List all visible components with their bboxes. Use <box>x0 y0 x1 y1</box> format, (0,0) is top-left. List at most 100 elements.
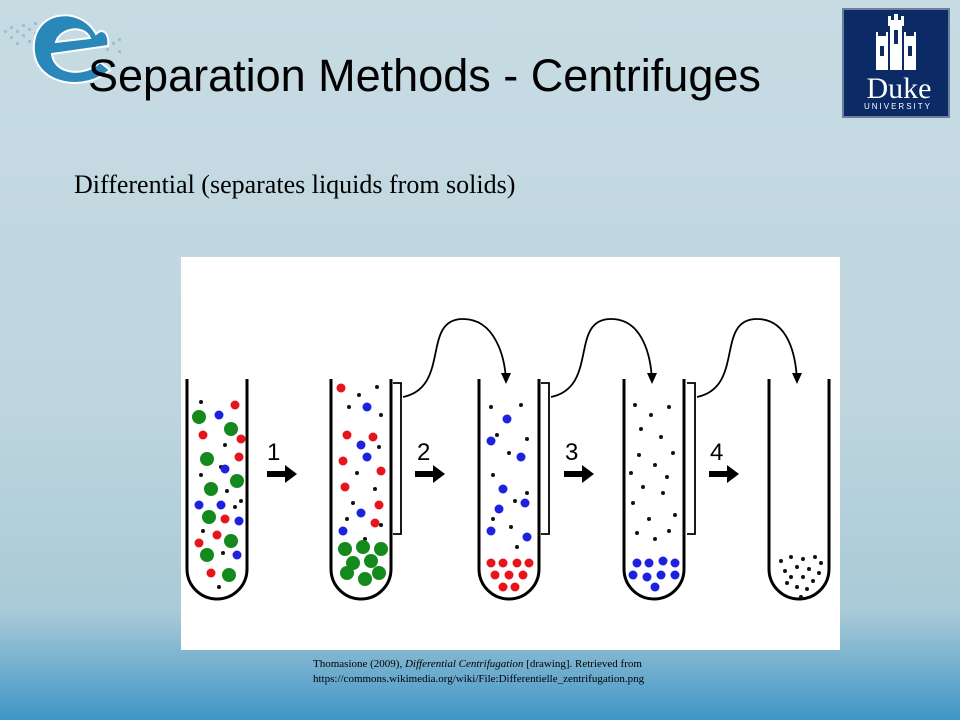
small-particle <box>513 499 517 503</box>
blue-particle <box>516 452 526 462</box>
small-particle <box>629 471 633 475</box>
red-particle <box>342 430 352 440</box>
small-particle <box>641 485 645 489</box>
small-particle <box>379 523 383 527</box>
small-particle <box>377 445 381 449</box>
small-particle <box>801 557 805 561</box>
small-particle <box>813 555 817 559</box>
step-arrow-4 <box>709 465 739 483</box>
green-particle <box>374 542 388 556</box>
small-particle <box>647 517 651 521</box>
red-particle <box>374 500 384 510</box>
blue-particle <box>632 558 642 568</box>
transfer-arrow-3 <box>696 318 798 398</box>
red-particle <box>206 568 216 578</box>
small-particle <box>489 405 493 409</box>
small-particle <box>631 501 635 505</box>
blue-particle <box>356 440 366 450</box>
small-particle <box>233 505 237 509</box>
red-particle <box>368 432 378 442</box>
green-particle <box>200 548 214 562</box>
small-particle <box>639 427 643 431</box>
duke-wordmark: Duke <box>866 72 932 105</box>
red-particle <box>338 456 348 466</box>
small-particle <box>817 571 821 575</box>
blue-particle <box>362 402 372 412</box>
small-particle <box>221 551 225 555</box>
small-particle <box>525 437 529 441</box>
green-particle <box>338 542 352 556</box>
small-particle <box>519 403 523 407</box>
red-particle <box>490 570 500 580</box>
small-particle <box>783 569 787 573</box>
red-particle <box>236 434 246 444</box>
blue-particle <box>214 410 224 420</box>
small-particle <box>665 475 669 479</box>
red-particle <box>376 466 386 476</box>
citation-medium-retrieved: [drawing]. Retrieved from <box>523 658 642 670</box>
blue-particle <box>494 504 504 514</box>
red-particle <box>234 452 244 462</box>
small-particle <box>819 561 823 565</box>
blue-particle <box>486 436 496 446</box>
blue-particle <box>234 516 244 526</box>
slide-title: Separation Methods - Centrifuges <box>88 50 761 101</box>
small-particle <box>671 451 675 455</box>
green-particle <box>356 540 370 554</box>
red-particle <box>212 530 222 540</box>
small-particle <box>789 575 793 579</box>
supernatant-bracket-1 <box>393 382 402 535</box>
blue-particle <box>498 484 508 494</box>
small-particle <box>805 587 809 591</box>
blue-particle <box>650 582 660 592</box>
blue-particle <box>628 570 638 580</box>
small-particle <box>491 517 495 521</box>
blue-particle <box>656 570 666 580</box>
blue-particle <box>642 572 652 582</box>
blue-particle <box>486 526 496 536</box>
small-particle <box>225 489 229 493</box>
small-particle <box>795 585 799 589</box>
green-particle <box>222 568 236 582</box>
small-particle <box>199 400 203 404</box>
small-particle <box>807 567 811 571</box>
e-logo <box>4 14 121 84</box>
tube-1 <box>185 379 249 601</box>
blue-particle <box>522 532 532 542</box>
small-particle <box>525 491 529 495</box>
small-particle <box>667 405 671 409</box>
step-label-4: 4 <box>710 439 723 466</box>
small-particle <box>635 531 639 535</box>
blue-particle <box>194 500 204 510</box>
small-particle <box>673 513 677 517</box>
step-arrow-2 <box>415 465 445 483</box>
small-particle <box>239 499 243 503</box>
green-particle <box>224 534 238 548</box>
green-particle <box>230 474 244 488</box>
green-particle <box>202 510 216 524</box>
supernatant-bracket-2 <box>541 382 550 535</box>
small-particle <box>633 403 637 407</box>
slide-subtitle: Differential (separates liquids from sol… <box>74 170 516 199</box>
small-particle <box>789 555 793 559</box>
chapel-icon <box>876 14 916 70</box>
small-particle <box>785 581 789 585</box>
image-citation: Thomasione (2009), Differential Centrifu… <box>313 657 743 687</box>
blue-particle <box>520 498 530 508</box>
red-particle <box>198 430 208 440</box>
green-particle <box>224 422 238 436</box>
small-particle <box>795 565 799 569</box>
blue-particle <box>502 414 512 424</box>
step-label-3: 3 <box>565 439 578 466</box>
red-particle <box>336 383 346 393</box>
small-particle <box>373 487 377 491</box>
red-particle <box>230 400 240 410</box>
green-particle <box>358 572 372 586</box>
green-particle <box>372 566 386 580</box>
small-particle <box>637 453 641 457</box>
blue-particle <box>216 500 226 510</box>
red-particle <box>486 558 496 568</box>
small-particle <box>223 443 227 447</box>
small-particle <box>201 529 205 533</box>
small-particle <box>199 473 203 477</box>
